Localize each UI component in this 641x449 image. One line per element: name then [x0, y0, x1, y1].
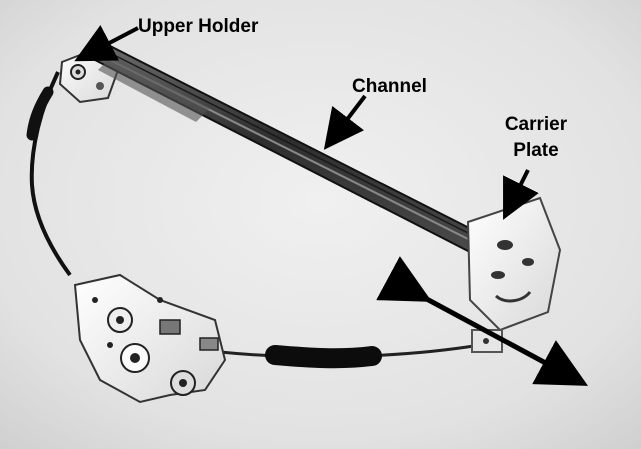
callout-arrow-upper-holder — [74, 25, 139, 62]
callout-arrow-carrier-plate — [503, 169, 539, 220]
regulator-motor-assembly — [73, 273, 227, 404]
label-channel: Channel — [352, 76, 427, 97]
motion-double-arrow — [376, 256, 589, 386]
callout-arrow-channel — [323, 94, 367, 150]
label-carrier-plate-line1: Carrier — [505, 114, 568, 135]
label-upper-holder: Upper Holder — [138, 16, 259, 37]
cable-sleeve-upper — [26, 86, 54, 141]
cable-sleeve-lower — [265, 345, 382, 369]
label-carrier-plate-line2: Plate — [513, 140, 558, 161]
